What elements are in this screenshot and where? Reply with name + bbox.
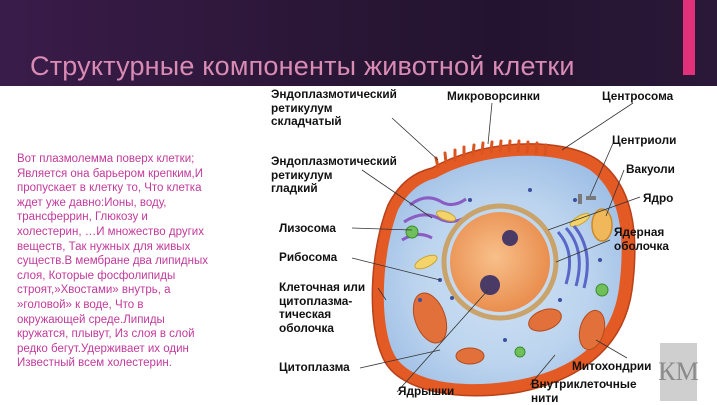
- label-centrioles: Центриоли: [612, 133, 677, 147]
- label-microvilli: Микроворсинки: [447, 89, 540, 103]
- poem-line: веществ, Так нужных для живых: [17, 240, 191, 253]
- golgi: [556, 225, 589, 289]
- leader-lines: [351, 102, 641, 393]
- mitochondria: [412, 292, 606, 365]
- poem-line: Является она барьером крепким,И: [17, 167, 204, 180]
- poem-line: трансферрин, Глюкозу и: [17, 211, 148, 224]
- poem-line: »головой» к воде, Что в: [17, 298, 144, 311]
- label-lysosome: Лизосома: [279, 221, 336, 235]
- poem-line: кружатся, плывут, Из слоя в слой: [17, 328, 195, 341]
- poem-line: окружающей среде.Липиды: [17, 313, 165, 326]
- label-nucleoli: Ядрышки: [398, 384, 455, 398]
- poem-line: холестерин, …И множество других: [17, 225, 204, 238]
- poem-line: редко бегут.Удерживает их один: [17, 342, 189, 355]
- poem-line: существ.В мембране два липидных: [17, 255, 208, 268]
- slide-title: Структурные компоненты животной клетки: [30, 51, 575, 81]
- label-vacuoles: Вакуоли: [626, 162, 675, 176]
- label-mitochondria: Митохондрии: [572, 359, 652, 373]
- label-nucleus: Ядро: [643, 191, 674, 205]
- centrioles: [578, 194, 596, 204]
- poem-line: слоя, Которые фосфолипиды: [17, 269, 176, 282]
- label-centrosome: Центросома: [602, 89, 674, 103]
- poem-text: Вот плазмолемма поверх клетки; Является …: [17, 152, 262, 371]
- poem-line: Известный всем холестерин.: [17, 357, 172, 370]
- km-logo: КМ: [658, 343, 699, 401]
- poem-line: ждет уже давно:Ионы, воду,: [17, 196, 167, 209]
- poem-line: строят,»Хвостами» внутрь, а: [17, 284, 171, 297]
- label-cytoplasm: Цитоплазма: [279, 360, 350, 374]
- label-ribosome: Рибосома: [279, 250, 338, 264]
- accent-stripe: [683, 0, 695, 75]
- microvilli: [434, 139, 548, 169]
- poem-line: пропускает в клетку то, Что клетка: [17, 182, 202, 195]
- ribosomes: [418, 188, 602, 342]
- title-bar: [0, 0, 717, 86]
- logo-text: КМ: [658, 357, 699, 386]
- lysosomes: [405, 225, 609, 358]
- nucleus: [441, 203, 559, 321]
- vacuole: [591, 208, 613, 242]
- poem-line: Вот плазмолемма поверх клетки;: [17, 153, 195, 165]
